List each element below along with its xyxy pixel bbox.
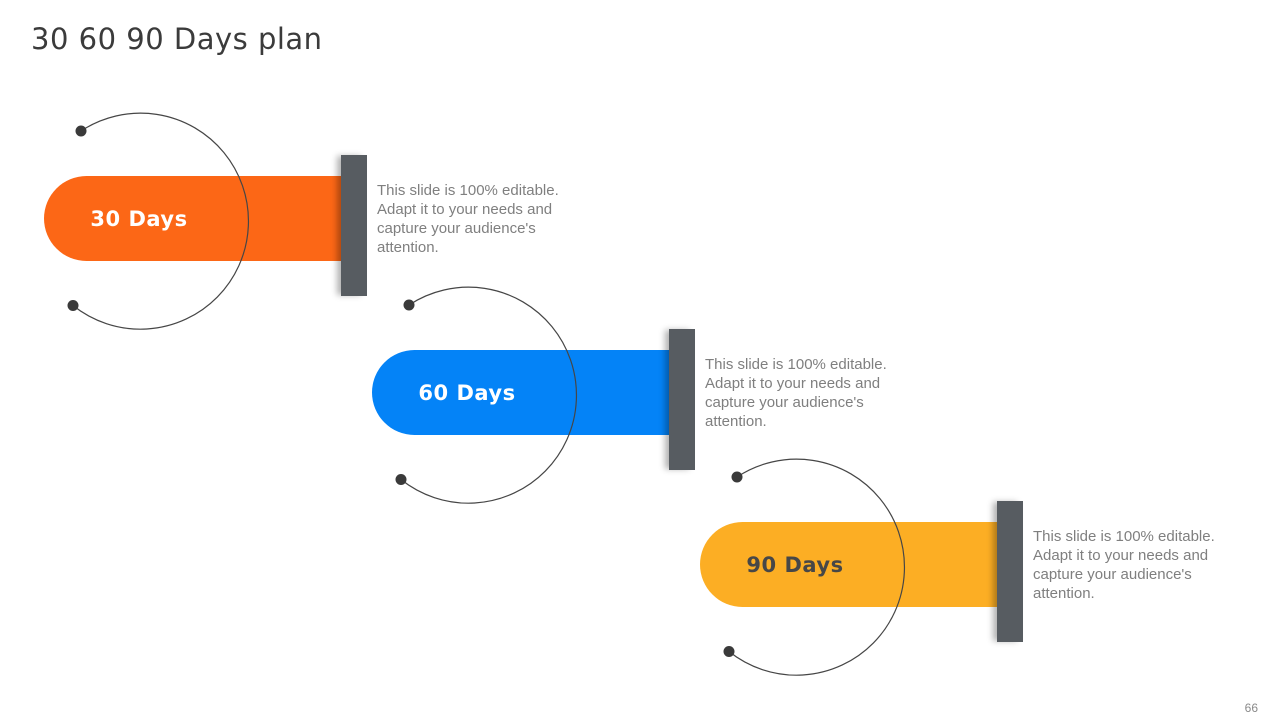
divider-bar [669,329,695,470]
milestone-pill-30-days: 30 Days [44,176,362,261]
arc-endpoint-dot [403,299,415,311]
page-number: 66 [1244,701,1258,715]
arc-endpoint-dot [731,471,743,483]
pill-label-box: 90 Days [700,522,890,607]
arc-endpoint-dot [395,474,407,485]
divider-bar [341,155,367,296]
pill-label-box: 30 Days [44,176,234,261]
milestone-description: This slide is 100% editable. Adapt it to… [1033,528,1215,602]
milestone-pill-90-days: 90 Days [700,522,1018,607]
milestone-label: 60 Days [418,380,516,405]
milestone-description: This slide is 100% editable. Adapt it to… [377,182,559,256]
milestone-label: 90 Days [746,552,844,577]
arc-endpoint-dot [67,300,79,311]
pill-label-box: 60 Days [372,350,562,435]
arc-endpoint-dot [75,125,87,137]
milestone-description: This slide is 100% editable. Adapt it to… [705,356,887,430]
arc-endpoint-dot [723,646,735,657]
milestone-label: 30 Days [90,206,188,231]
slide-title: 30 60 90 Days plan [31,22,323,56]
milestone-pill-60-days: 60 Days [372,350,690,435]
divider-bar [997,501,1023,642]
